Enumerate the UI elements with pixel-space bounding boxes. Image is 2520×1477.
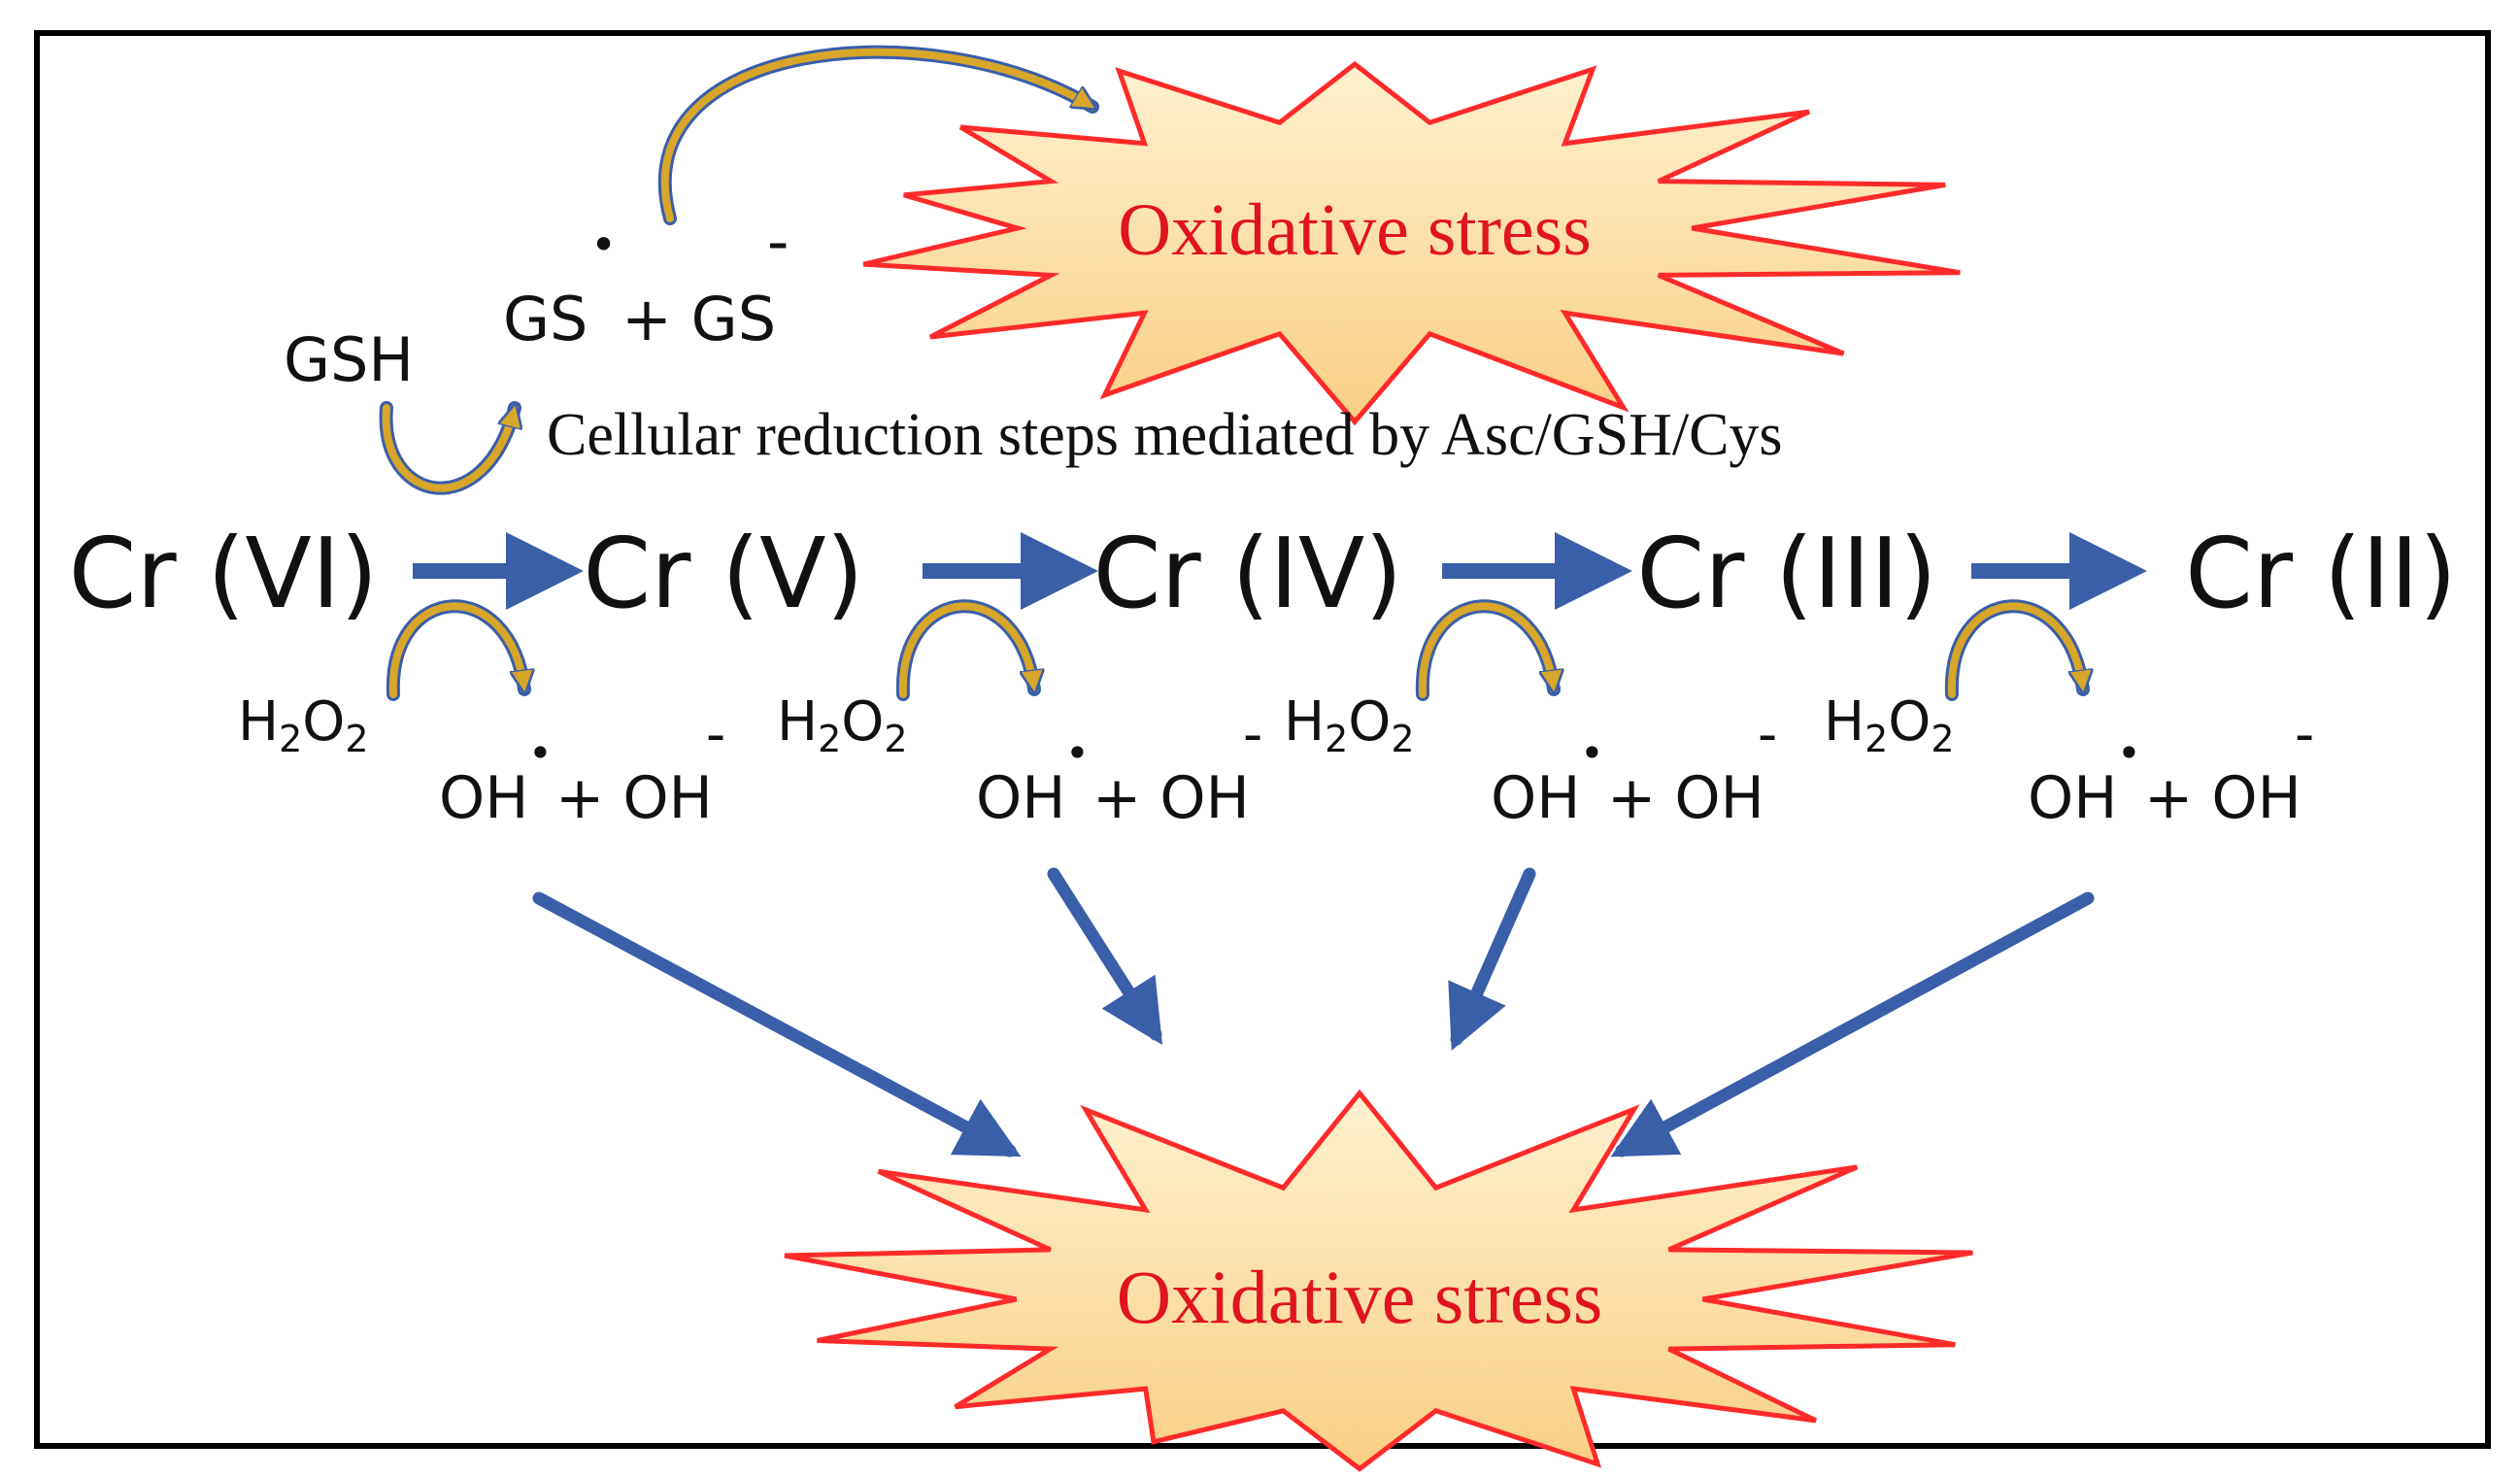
species-label: Cr (II) [2185,517,2457,630]
curved-arrow [898,602,1034,698]
h2o2-atom: H [1824,690,1865,754]
minus-sign: - [1243,703,1262,766]
radical-dot: • [1580,729,1604,777]
minus-sign: - [706,703,725,766]
h2o2-subscript: 2 [818,718,841,760]
burst-shape [862,60,1961,426]
radical-to-stress-arrow [532,891,1022,1158]
gs-to-stress-arrow [660,48,1092,222]
h2o2-subscript: 2 [1931,718,1954,760]
gs-anion-text: + GS [622,284,776,354]
gsh-label: GSH [284,324,414,395]
h2o2-atom: O [1888,690,1931,754]
h2o2-atom: H [777,690,818,754]
h2o2-subscript: 2 [1391,718,1414,760]
h2o2-atom: O [841,690,884,754]
radical-dot: • [528,729,553,777]
h2o2-label: H2O2 [777,690,908,760]
gs-radical-products: GS • + GS - [503,206,789,354]
radical-dot: • [2117,729,2141,777]
gs-radical-text: GS [503,284,588,354]
hydroxide-ion: + OH [2144,764,2302,832]
hydroxyl-radical: OH [976,764,1065,832]
top-burst-label: Oxidative stress [1118,189,1592,271]
radical-to-stress-arrow [1610,891,2095,1158]
h2o2-label: H2O2 [1824,690,1955,760]
h2o2-subscript: 2 [1325,718,1348,760]
hydroxyl-radical: OH [1491,764,1580,832]
bottom-burst-label: Oxidative stress [1117,1255,1602,1339]
hydroxyl-radical: OH [439,764,528,832]
hydroxyl-radical: OH [2028,764,2117,832]
radical-to-stress-arrow [1448,867,1536,1051]
minus-sign: - [2295,703,2314,766]
h2o2-subscript: 2 [345,718,368,760]
h2o2-label: H2O2 [238,690,369,760]
hydroxide-ion: + OH [555,764,713,832]
species-label: Cr (IV) [1093,517,1403,630]
species-label: Cr (VI) [69,517,379,630]
curved-arrow [388,602,524,698]
hydroxide-ion: + OH [1092,764,1250,832]
curved-arrow [1947,602,2083,698]
gs-radical-dot: • [590,218,617,271]
h2o2-subscript: 2 [1865,718,1888,760]
radical-dot: • [1065,729,1090,777]
gsh-curved-arrow [382,408,515,492]
radical-to-stress-arrows [532,867,2095,1158]
species-label: Cr (V) [583,517,863,630]
h2o2-label: H2O2 [1284,690,1415,760]
minus-sign: - [1758,703,1777,766]
oxidative-stress-burst-bottom: Oxidative stress [784,1089,1973,1472]
h2o2-subscript: 2 [884,718,907,760]
species-label: Cr (III) [1636,517,1936,630]
hydroxide-ion: + OH [1607,764,1764,832]
reduction-caption: Cellular reduction steps mediated by Asc… [547,402,1783,468]
burst-shape [784,1089,1973,1472]
radical-to-stress-arrow [1047,867,1162,1045]
h2o2-subscript: 2 [279,718,302,760]
oxidative-stress-burst-top: Oxidative stress [862,60,1961,426]
h2o2-atom: H [238,690,279,754]
h2o2-atom: O [302,690,345,754]
curved-arrow [1418,602,1554,698]
chromium-species-row: Cr (VI) Cr (V) Cr (IV) Cr (III) Cr (II) [69,517,2457,630]
h2o2-atom: H [1284,690,1325,754]
h2o2-curved-arrows [386,599,2083,701]
h2o2-atom: O [1348,690,1391,754]
gs-anion-minus: - [767,206,789,277]
